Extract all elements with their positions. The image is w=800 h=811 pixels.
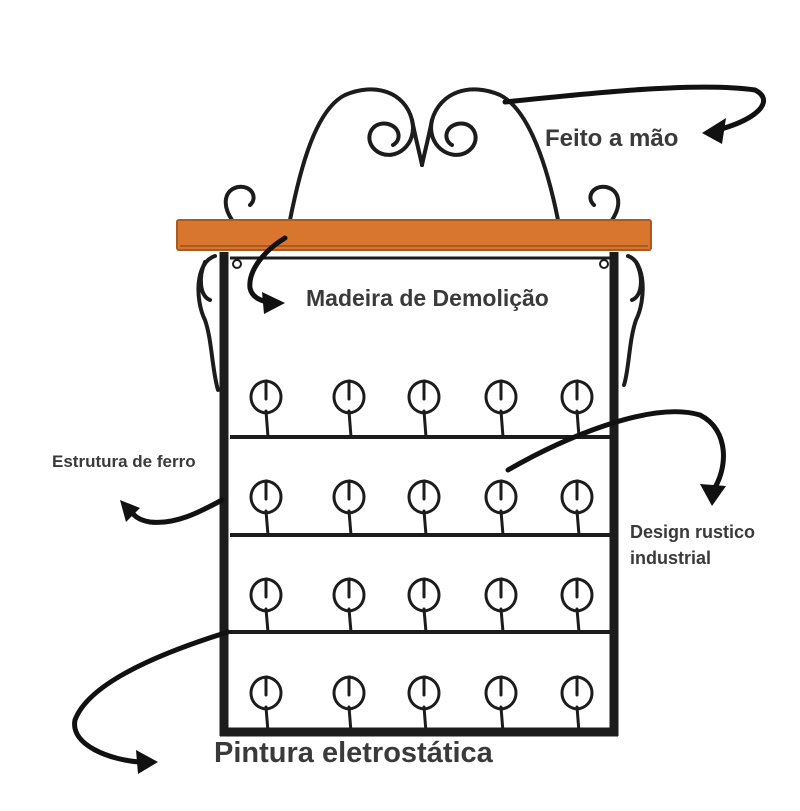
hook: [484, 577, 518, 634]
side-scrolls: [196, 254, 645, 392]
arrow-pintura-head: [136, 750, 158, 774]
arrow-feito-head: [702, 118, 726, 144]
label-madeira: Madeira de Demolição: [306, 285, 549, 311]
hook: [560, 379, 594, 439]
label-feito-a-mao: Feito a mão: [545, 125, 679, 152]
label-pintura: Pintura eletrostática: [214, 737, 493, 769]
iron-frame: [219, 252, 619, 737]
rack-bars: [230, 435, 610, 634]
hook: [249, 479, 283, 537]
hook: [560, 577, 594, 634]
wood-shelf: [176, 219, 652, 251]
hook: [332, 379, 366, 439]
callout-arrows: [72, 84, 767, 774]
arrow-design-head: [700, 484, 726, 506]
label-design: Design rustico industrial: [630, 519, 755, 571]
hook: [484, 379, 518, 439]
label-estrutura: Estrutura de ferro: [52, 452, 196, 471]
rack-hooks: [249, 379, 594, 734]
arrow-design: [505, 409, 726, 495]
hook: [407, 479, 441, 537]
hook: [332, 675, 366, 734]
hook: [332, 479, 366, 537]
hook: [249, 675, 283, 734]
hook: [560, 675, 594, 734]
arrow-estrutura-head: [120, 500, 140, 522]
hook: [484, 479, 518, 537]
hook: [407, 675, 441, 734]
hook: [407, 379, 441, 439]
hook: [249, 577, 283, 634]
label-design-line2: industrial: [630, 548, 712, 568]
hook: [407, 577, 441, 634]
hook: [560, 479, 594, 537]
arrow-feito: [502, 84, 767, 135]
arrow-madeira-head: [262, 292, 285, 314]
hook: [484, 675, 518, 734]
hook: [249, 379, 283, 439]
scroll-crest: [223, 87, 621, 222]
arrow-estrutura: [127, 497, 225, 525]
hook: [332, 577, 366, 634]
arrow-pintura: [72, 629, 231, 765]
label-design-line1: Design rustico: [630, 522, 756, 542]
